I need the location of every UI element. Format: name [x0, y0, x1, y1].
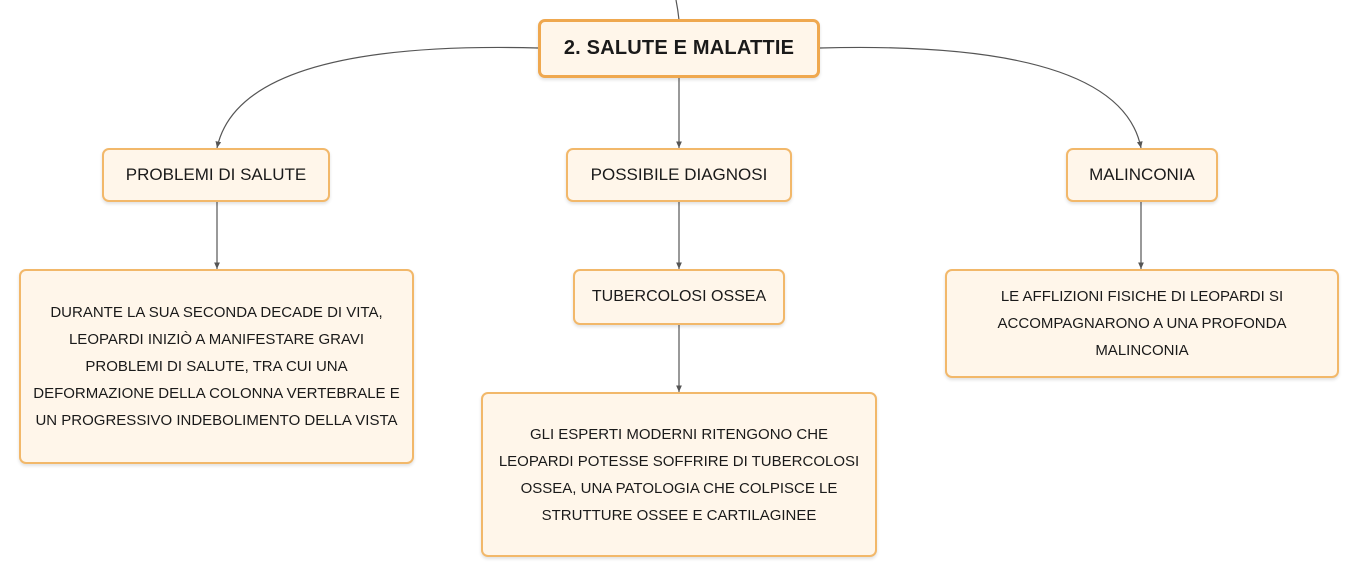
detail-node-text: DURANTE LA SUA SECONDA DECADE DI VITA, L… — [33, 304, 400, 429]
topic-node-malinconia[interactable]: MALINCONIA — [1066, 148, 1218, 202]
detail-node-tubercolosi-ossea[interactable]: GLI ESPERTI MODERNI RITENGONO CHE LEOPAR… — [481, 392, 877, 557]
root-node-label: 2. SALUTE E MALATTIE — [563, 37, 795, 59]
connector-parent-to-root — [675, 0, 680, 21]
topic-node-possibile-diagnosi[interactable]: POSSIBILE DIAGNOSI — [566, 148, 792, 202]
detail-node-malinconia[interactable]: LE AFFLIZIONI FISICHE DI LEOPARDI SI ACC… — [945, 269, 1339, 378]
connector-root-to-problemi — [215, 46, 539, 149]
root-node[interactable]: 2. SALUTE E MALATTIE — [538, 19, 820, 78]
topic-node-label: PROBLEMI DI SALUTE — [125, 165, 307, 184]
detail-node-text: GLI ESPERTI MODERNI RITENGONO CHE LEOPAR… — [498, 425, 860, 524]
detail-node-text: LE AFFLIZIONI FISICHE DI LEOPARDI SI ACC… — [997, 288, 1287, 359]
connector-root-to-malinconia — [819, 46, 1143, 149]
topic-node-label: MALINCONIA — [1089, 165, 1195, 184]
topic-node-label: POSSIBILE DIAGNOSI — [590, 165, 768, 184]
subtopic-node-label: TUBERCOLOSI OSSEA — [591, 288, 767, 305]
detail-node-problemi-di-salute[interactable]: DURANTE LA SUA SECONDA DECADE DI VITA, L… — [19, 269, 414, 464]
subtopic-node-tubercolosi-ossea[interactable]: TUBERCOLOSI OSSEA — [573, 269, 785, 325]
topic-node-problemi-di-salute[interactable]: PROBLEMI DI SALUTE — [102, 148, 330, 202]
